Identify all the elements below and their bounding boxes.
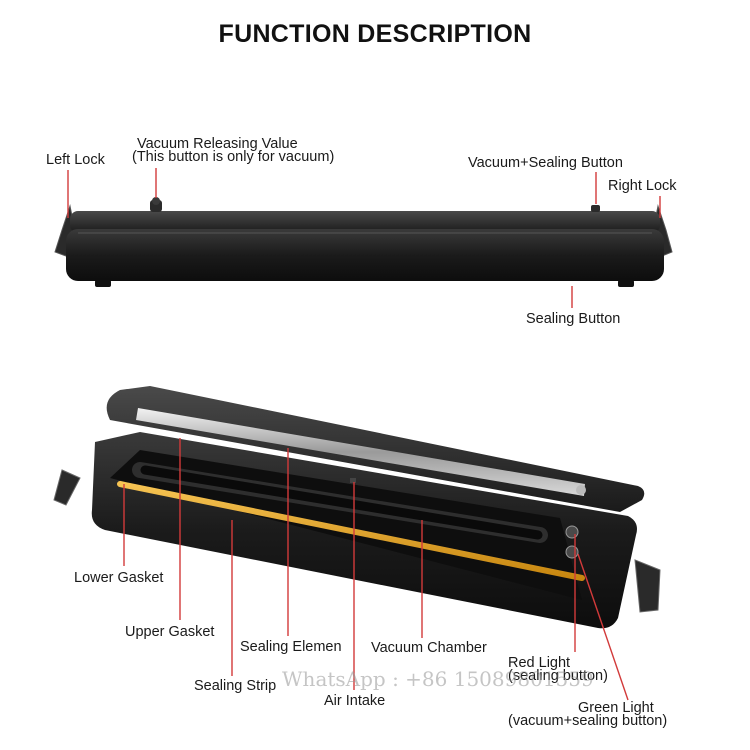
label-sealing-strip: Sealing Strip (194, 678, 277, 694)
green-light-indicator (565, 545, 579, 559)
label-red-light: Red Light (508, 655, 571, 671)
leader-lines (67, 168, 661, 701)
open-left-latch (53, 469, 81, 506)
foot-right (618, 280, 634, 287)
vacuum-sealing-button-part (591, 205, 600, 212)
label-red-light-note: (sealing button) (508, 668, 608, 684)
label-vacuum-chamber: Vacuum Chamber (371, 640, 487, 656)
label-green-light: Green Light (578, 700, 654, 716)
label-upper-gasket: Upper Gasket (125, 624, 215, 640)
label-sealing-button: Sealing Button (526, 311, 621, 327)
open-right-latch (634, 559, 661, 613)
label-air-intake: Air Intake (324, 693, 386, 709)
sealing-strip-part (117, 481, 585, 581)
label-sealing-element: Sealing Elemen (240, 639, 342, 655)
label-vacuum-releasing: Vacuum Releasing Value (137, 136, 298, 152)
air-intake-port (350, 478, 356, 483)
label-green-light-note: (vacuum+sealing button) (508, 713, 668, 729)
label-left-lock: Left Lock (46, 152, 105, 168)
label-vacuum-note: (This button is only for vacuum) (132, 149, 335, 165)
label-vacuum-sealing-button: Vacuum+Sealing Button (468, 155, 623, 171)
whatsapp-watermark: WhatsApp : +86 15089801559 (282, 667, 594, 691)
leader-green-light (577, 553, 629, 701)
closed-lid (70, 211, 660, 233)
label-lower-gasket: Lower Gasket (74, 570, 164, 586)
red-light-indicator (565, 525, 579, 539)
label-right-lock: Right Lock (608, 178, 677, 194)
closed-base (66, 229, 664, 281)
closed-device (54, 197, 673, 287)
page-title: FUNCTION DESCRIPTION (218, 20, 532, 48)
foot-left (95, 280, 111, 287)
upper-sealing-bar (136, 408, 585, 496)
open-device (53, 386, 661, 629)
